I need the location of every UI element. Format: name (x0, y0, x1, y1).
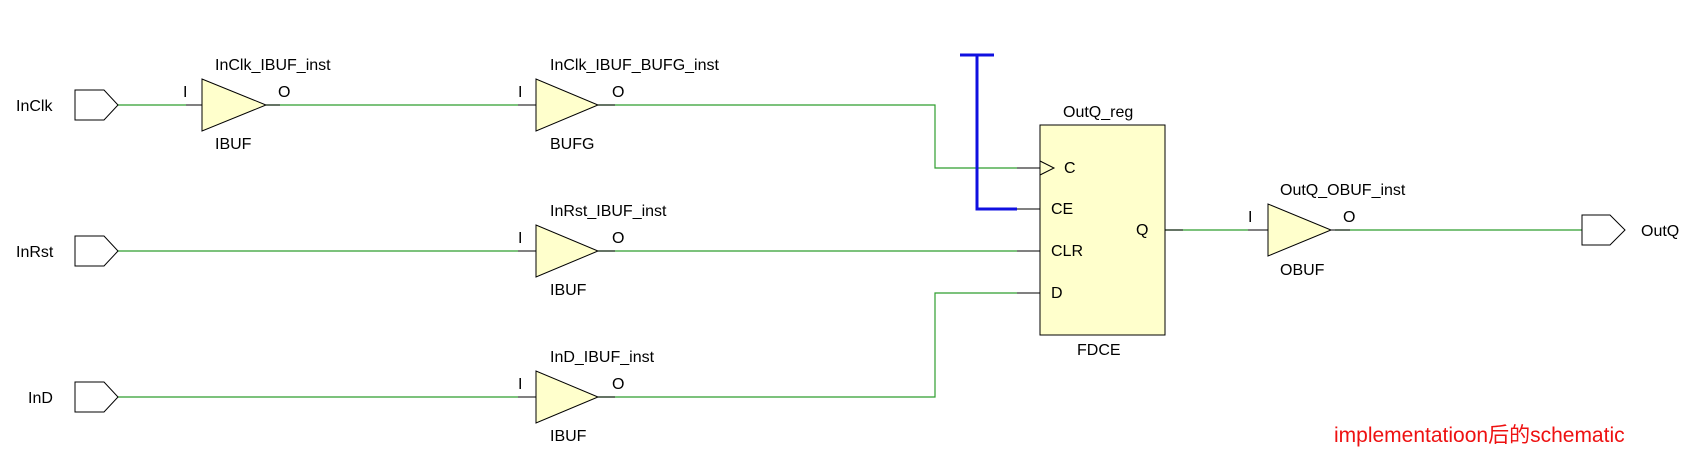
port-outq[interactable]: OutQ (1581, 214, 1679, 246)
port-inrst-label: InRst (16, 244, 54, 261)
port-ind[interactable]: InD (28, 381, 119, 413)
buf-inst-label: InClk_IBUF_inst (215, 57, 331, 74)
net-ind-ibuf-o[interactable] (598, 292, 1017, 398)
buf-type-label: IBUF (215, 136, 252, 153)
buf-out-pin: O (612, 84, 624, 101)
nets (110, 104, 1582, 398)
register-pin-d: D (1051, 285, 1063, 302)
port-ind-label: InD (28, 390, 53, 407)
buf-type-label: BUFG (550, 136, 594, 153)
buf-outq-obuf[interactable]: OutQ_OBUF_inst OBUF I O (1248, 182, 1406, 279)
buf-type-label: IBUF (550, 428, 587, 445)
register-body[interactable] (1039, 124, 1166, 336)
port-outq-label: OutQ (1641, 223, 1679, 240)
buf-type-label: IBUF (550, 282, 587, 299)
ce-const-net[interactable] (960, 53, 1017, 211)
buf-out-pin: O (278, 84, 290, 101)
register-outq-reg[interactable]: OutQ_reg FDCE C CE CLR D Q (1017, 104, 1183, 359)
buf-in-pin: I (518, 84, 522, 101)
register-type-label: FDCE (1077, 342, 1121, 359)
buf-inclk-ibuf[interactable]: InClk_IBUF_inst IBUF I O (183, 57, 331, 153)
buf-inst-label: InD_IBUF_inst (550, 349, 655, 366)
port-inclk[interactable]: InClk (16, 89, 119, 121)
buf-out-pin: O (612, 230, 624, 247)
buf-type-label: OBUF (1280, 262, 1325, 279)
buf-in-pin: I (518, 376, 522, 393)
buf-in-pin: I (1248, 209, 1252, 226)
register-pin-q: Q (1136, 222, 1148, 239)
port-inrst[interactable]: InRst (16, 235, 119, 267)
annotation-text: implementatioon后的schematic (1334, 424, 1625, 447)
buf-out-pin: O (1343, 209, 1355, 226)
register-inst-label: OutQ_reg (1063, 104, 1133, 121)
buf-inst-label: InClk_IBUF_BUFG_inst (550, 57, 719, 74)
register-pin-c: C (1064, 160, 1076, 177)
buf-in-pin: I (518, 230, 522, 247)
net-inclk-bufg-o[interactable] (598, 104, 1017, 169)
buf-inst-label: InRst_IBUF_inst (550, 203, 667, 220)
port-inclk-label: InClk (16, 98, 53, 115)
buf-out-pin: O (612, 376, 624, 393)
buf-in-pin: I (183, 84, 187, 101)
clock-pin-marker (1039, 160, 1056, 176)
register-pin-clr: CLR (1051, 243, 1083, 260)
buf-ind-ibuf[interactable]: InD_IBUF_inst IBUF I O (518, 349, 655, 445)
buf-inst-label: OutQ_OBUF_inst (1280, 182, 1406, 199)
register-pin-ce: CE (1051, 201, 1073, 218)
buf-inclk-bufg[interactable]: InClk_IBUF_BUFG_inst BUFG I O (518, 57, 719, 153)
buf-inrst-ibuf[interactable]: InRst_IBUF_inst IBUF I O (518, 203, 667, 299)
